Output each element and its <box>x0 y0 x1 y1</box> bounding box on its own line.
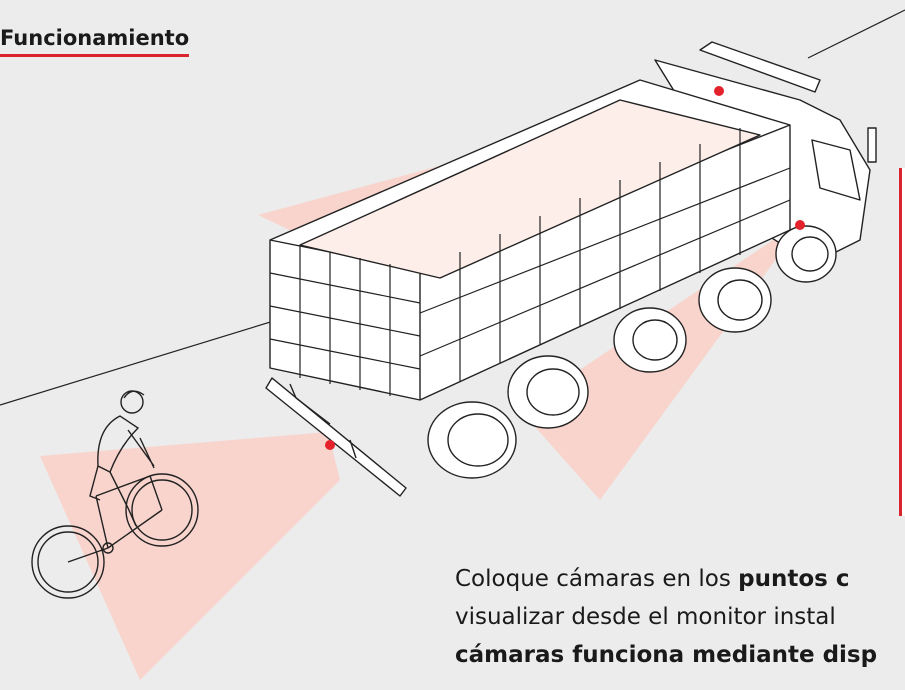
camera-dot-rear <box>325 440 335 450</box>
coverage-zone-rear <box>40 432 340 680</box>
description-line2: visualizar desde el monitor instal <box>455 604 836 630</box>
side-panel-edge <box>902 168 905 516</box>
camera-dot-top <box>714 86 724 96</box>
side-accent-bar <box>899 168 902 516</box>
description-line1: Coloque cámaras en los puntos c <box>455 566 850 592</box>
camera-points <box>325 86 805 450</box>
rear-bumper <box>265 377 407 497</box>
truck <box>265 41 877 497</box>
camera-dot-side <box>795 220 805 230</box>
description-line3: cámaras funciona mediante disp <box>455 642 878 668</box>
cyclist <box>31 390 199 599</box>
truck-wheels <box>427 225 837 479</box>
road-edge-line <box>807 9 905 59</box>
section-title: Funcionamiento <box>0 26 190 57</box>
description-text: Coloque cámaras en los puntos c visualiz… <box>455 560 905 674</box>
road-edge-line <box>0 315 291 406</box>
